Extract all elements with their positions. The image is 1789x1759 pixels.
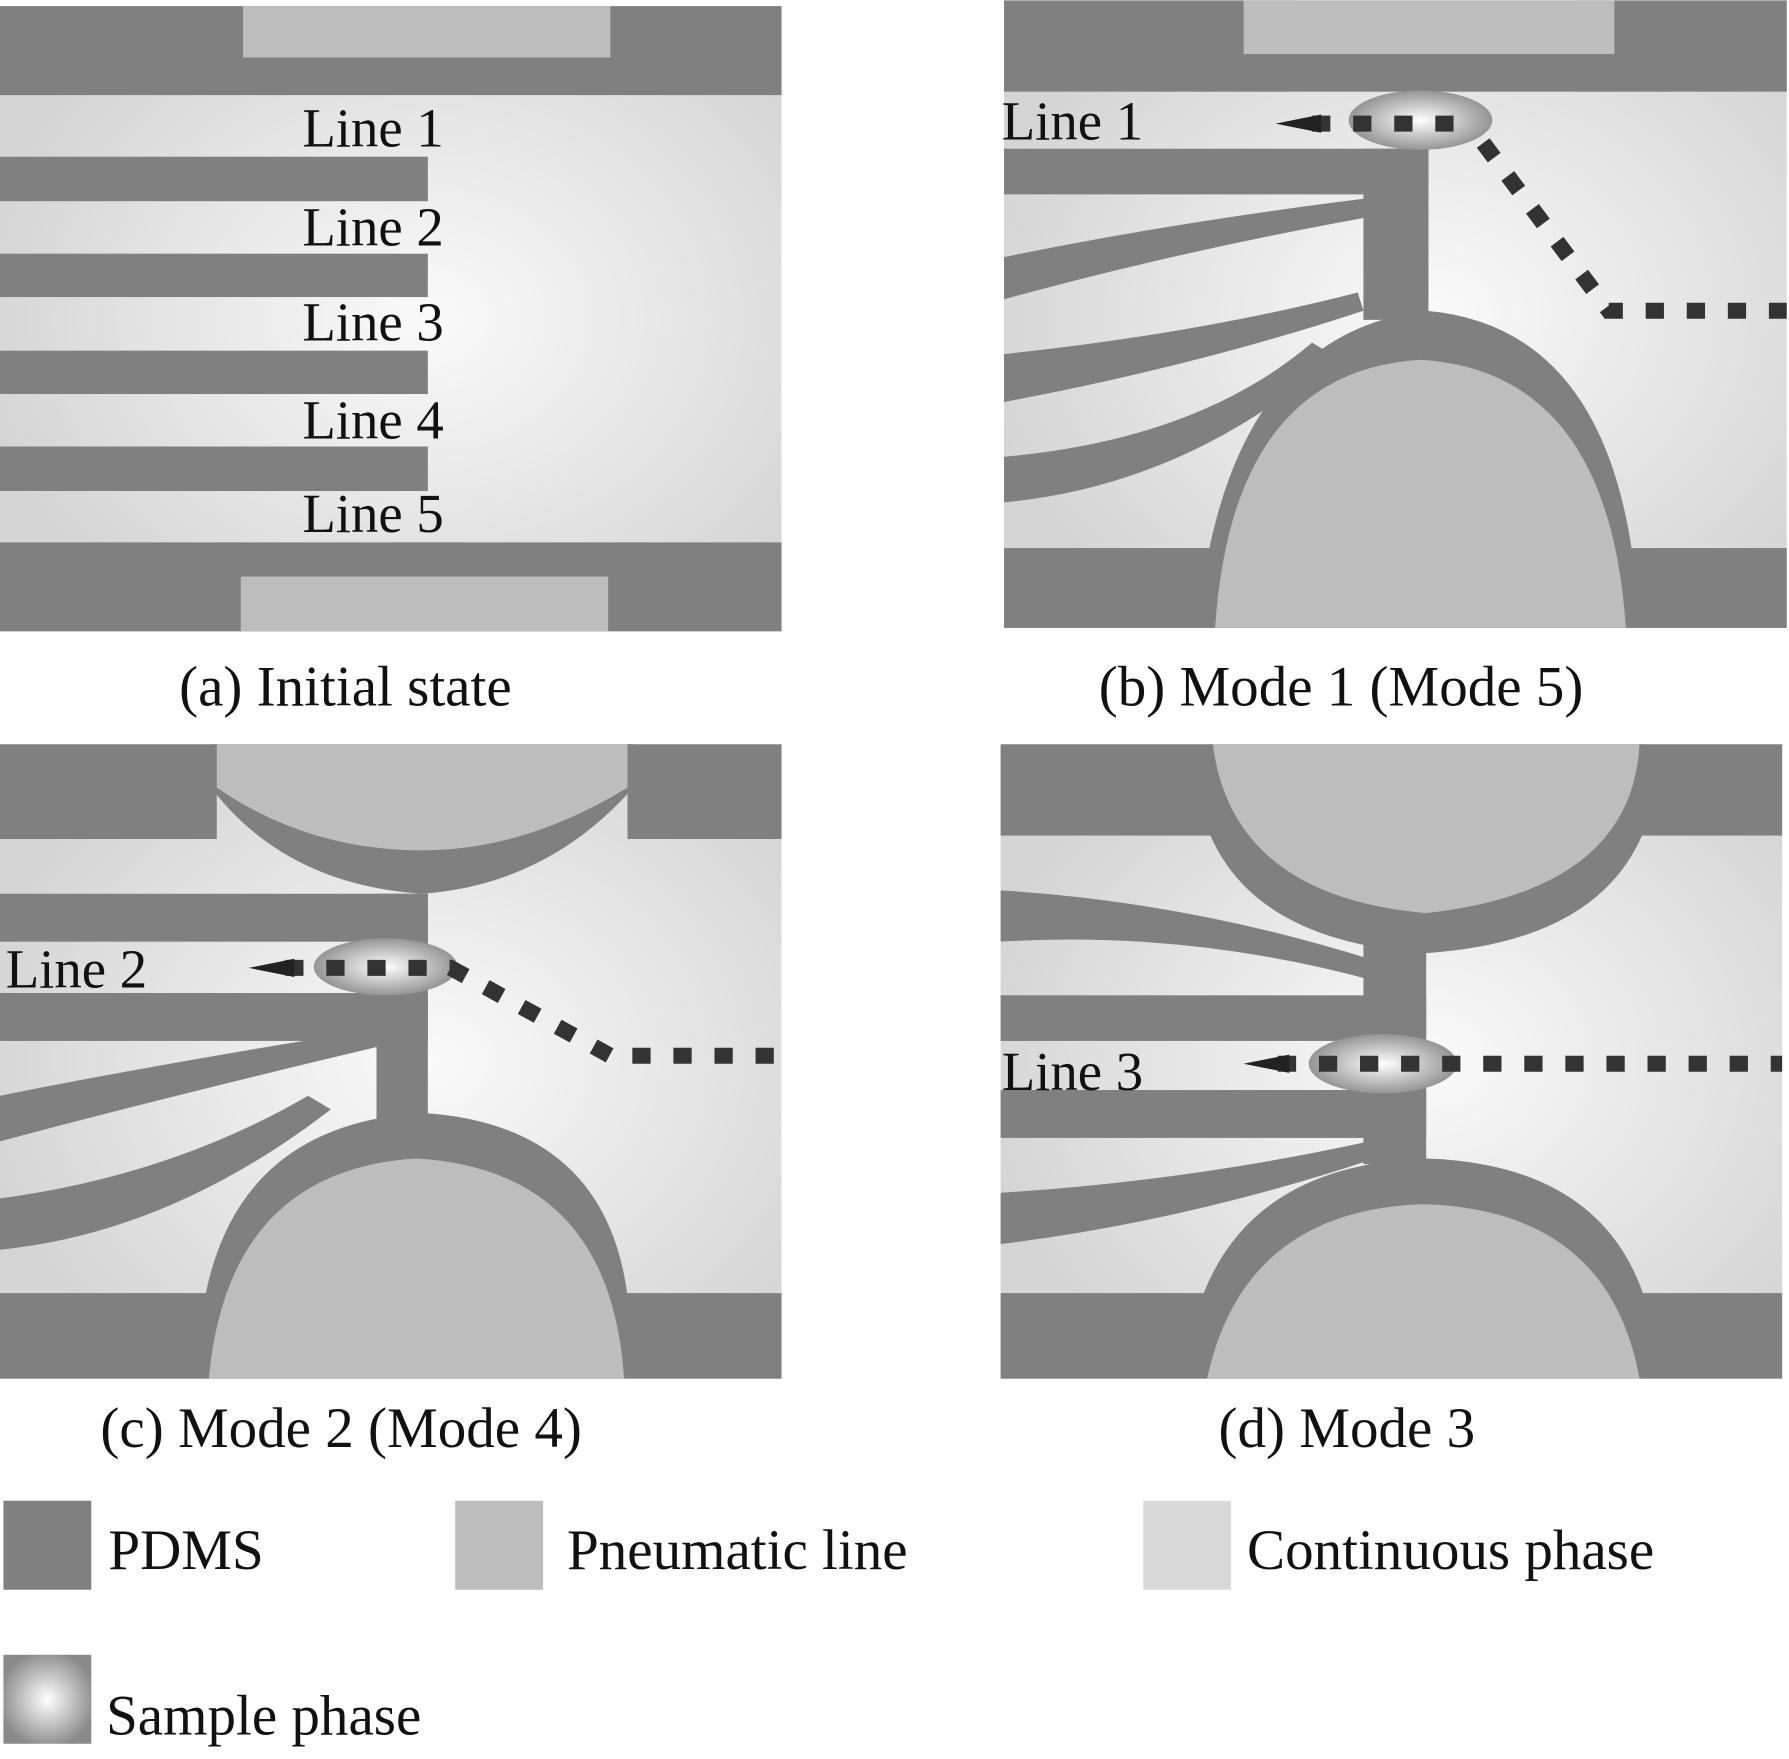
panel-b-mode-1: Line 1 (b) Mode 1 (Mode 5) (1002, 0, 1787, 719)
line-label: Line 2 (6, 938, 147, 999)
line-label: Line 3 (302, 291, 443, 352)
panel-c-mode-2: Line 2 (c) Mode 2 (Mode 4) (0, 744, 782, 1460)
panel-d-mode-3: Line 3 (d) Mode 3 (1000, 744, 1783, 1460)
caption: (d) Mode 3 (1219, 1397, 1476, 1460)
pneumatic-cup (216, 744, 628, 851)
pdms-divider (0, 350, 428, 395)
arrow-icon (248, 958, 295, 978)
flow-path (285, 959, 782, 1064)
pneumatic-top (243, 6, 611, 58)
arrow-icon (1275, 114, 1322, 133)
pdms-finger (1004, 192, 1421, 300)
pdms-bottom (625, 1293, 782, 1379)
pdms-top (0, 744, 217, 839)
pdms-finger (1000, 890, 1370, 980)
line-label: Line 1 (302, 97, 443, 158)
pdms-divider (0, 253, 428, 298)
caption: (a) Initial state (179, 656, 512, 719)
caption: (c) Mode 2 (Mode 4) (100, 1397, 581, 1460)
flow-path (1476, 138, 1787, 319)
legend-swatch-sample (3, 1654, 92, 1744)
continuous-phase-area (0, 6, 782, 632)
pdms-finger (0, 1095, 331, 1250)
pdms-bottom (1000, 1293, 1206, 1379)
line-label: Line 4 (302, 390, 443, 451)
pdms-finger (1000, 1141, 1375, 1245)
legend-swatch-pneumatic (455, 1500, 544, 1590)
caption: (b) Mode 1 (Mode 5) (1099, 656, 1584, 719)
legend-label: Sample phase (106, 1685, 421, 1748)
pdms-bottom (1004, 548, 1212, 628)
line-label: Line 2 (302, 197, 443, 258)
legend-label: Pneumatic line (567, 1519, 908, 1582)
pneumatic-dome (1215, 359, 1626, 628)
pdms-top (627, 744, 782, 839)
legend-label: Continuous phase (1247, 1519, 1654, 1582)
pdms-bottom (1640, 1293, 1783, 1379)
pdms-divider (0, 446, 428, 492)
pdms-divider (1000, 1090, 1427, 1138)
pdms-bottom (0, 1293, 208, 1379)
pneumatic-bottom (240, 576, 609, 632)
pdms-finger (1004, 292, 1364, 403)
arrow-icon (1243, 1054, 1290, 1073)
pdms-top (1640, 744, 1783, 836)
pdms-top (1000, 744, 1212, 836)
pdms-stem (376, 893, 428, 1122)
legend-swatch-continuous (1143, 1500, 1232, 1590)
sample-droplet (1348, 90, 1493, 150)
line-label: Line 1 (1002, 91, 1143, 152)
pneumatic-top (1243, 0, 1615, 55)
pdms-finger (0, 1027, 388, 1142)
panel-a-initial-state: Line 1 Line 2 Line 3 Line 4 Line 5 (a) I… (0, 6, 782, 719)
pdms-stem (1363, 148, 1429, 320)
sample-droplet (1308, 1034, 1457, 1094)
pdms-divider (1000, 995, 1427, 1041)
pneumatic-dome (208, 1158, 625, 1379)
legend-swatch-pdms (3, 1500, 92, 1590)
pdms-divider (0, 893, 428, 942)
legend: PDMS Pneumatic line Continuous phase Sam… (3, 1500, 1654, 1748)
pdms-divider (1004, 148, 1429, 195)
pneumatic-dome (1207, 1204, 1640, 1379)
pneumatic-cup (1212, 744, 1640, 914)
line-label: Line 5 (302, 483, 443, 544)
legend-label: PDMS (108, 1519, 263, 1582)
pdms-finger (1004, 342, 1335, 503)
line-label: Line 3 (1002, 1041, 1143, 1102)
pdms-divider (0, 156, 428, 202)
pdms-bottom (1629, 548, 1787, 628)
